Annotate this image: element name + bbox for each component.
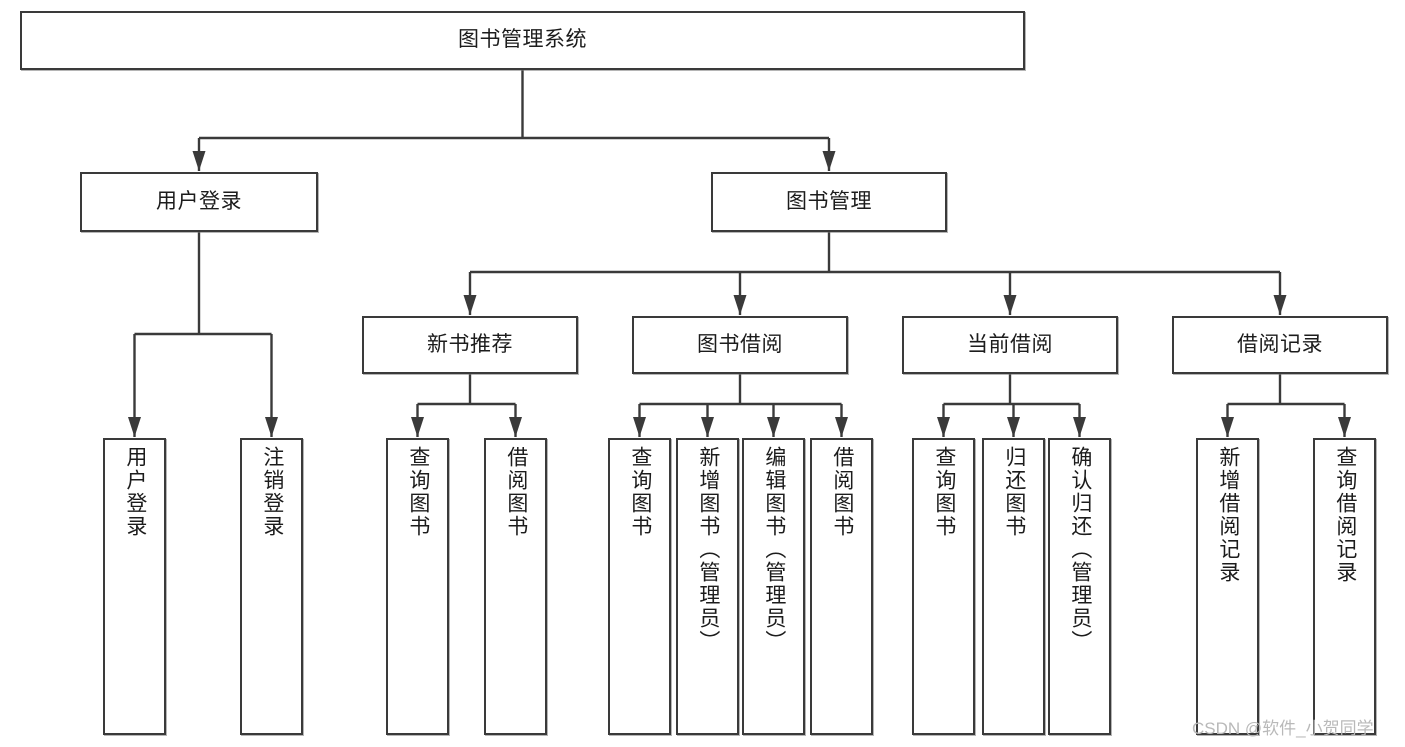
node-leaf-query-book-cur: 查询图书 [912, 438, 975, 735]
arrowhead-icon [822, 151, 836, 171]
arrowhead-icon [733, 295, 747, 315]
arrowhead-icon [128, 417, 141, 437]
node-label: 查询借阅记录 [1333, 446, 1357, 584]
arrowhead-icon [767, 417, 780, 437]
arrowhead-icon [463, 295, 477, 315]
arrowhead-icon [411, 417, 424, 437]
node-leaf-borrow-book-rec: 借阅图书 [484, 438, 547, 735]
node-label: 确认归还（管理员） [1068, 446, 1092, 653]
node-new-book-rec: 新书推荐 [362, 316, 578, 374]
node-label: 查询图书 [628, 446, 652, 538]
node-leaf-add-book: 新增图书（管理员） [676, 438, 739, 735]
node-leaf-logout: 注销登录 [240, 438, 303, 735]
node-label: 当前借阅 [967, 332, 1053, 356]
node-root: 图书管理系统 [20, 11, 1025, 70]
node-label: 图书管理 [786, 189, 872, 213]
node-borrow-record: 借阅记录 [1172, 316, 1388, 374]
node-label: 注销登录 [260, 446, 284, 538]
node-label: 新增图书（管理员） [696, 446, 720, 653]
arrowhead-icon [509, 417, 522, 437]
node-label: 新书推荐 [427, 332, 513, 356]
arrowhead-icon [1338, 417, 1351, 437]
node-book-manage: 图书管理 [711, 172, 947, 232]
arrowhead-icon [937, 417, 950, 437]
node-label: 查询图书 [406, 446, 430, 538]
node-leaf-query-book-bw: 查询图书 [608, 438, 671, 735]
node-leaf-borrow-book-bw: 借阅图书 [810, 438, 873, 735]
node-label: 图书管理系统 [458, 28, 587, 52]
node-label: 借阅图书 [504, 446, 528, 538]
node-book-borrow: 图书借阅 [632, 316, 848, 374]
arrowhead-icon [701, 417, 714, 437]
node-label: 归还图书 [1002, 446, 1026, 538]
node-leaf-confirm-return: 确认归还（管理员） [1048, 438, 1111, 735]
node-label: 借阅记录 [1237, 332, 1323, 356]
node-leaf-query-book-rec: 查询图书 [386, 438, 449, 735]
node-label: 图书借阅 [697, 332, 783, 356]
node-current-borrow: 当前借阅 [902, 316, 1118, 374]
node-leaf-return-book: 归还图书 [982, 438, 1045, 735]
arrowhead-icon [192, 151, 206, 171]
arrowhead-icon [1221, 417, 1234, 437]
arrowhead-icon [835, 417, 848, 437]
node-leaf-query-record: 查询借阅记录 [1313, 438, 1376, 735]
node-label: 用户登录 [156, 189, 242, 213]
node-label: 借阅图书 [830, 446, 854, 538]
node-leaf-user-login: 用户登录 [103, 438, 166, 735]
node-label: 新增借阅记录 [1216, 446, 1240, 584]
arrowhead-icon [1007, 417, 1020, 437]
arrowhead-icon [633, 417, 646, 437]
arrowhead-icon [1003, 295, 1017, 315]
node-leaf-edit-book: 编辑图书（管理员） [742, 438, 805, 735]
node-label: 编辑图书（管理员） [762, 446, 786, 653]
node-leaf-add-record: 新增借阅记录 [1196, 438, 1259, 735]
arrowhead-icon [1273, 295, 1287, 315]
arrowhead-icon [265, 417, 278, 437]
node-user-login: 用户登录 [80, 172, 318, 232]
node-label: 查询图书 [932, 446, 956, 538]
arrowhead-icon [1073, 417, 1086, 437]
node-label: 用户登录 [123, 446, 147, 538]
